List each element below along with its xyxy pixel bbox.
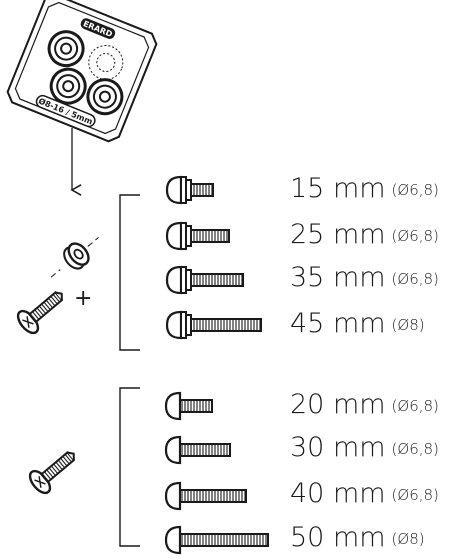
screws-group-a [165, 175, 262, 340]
label-a3: 35 mm (Ø6,8) [290, 262, 439, 293]
label-b3: 40 mm (Ø6,8) [290, 478, 439, 509]
screw-b1 [164, 391, 213, 421]
diameter-a4: (Ø8) [391, 316, 425, 334]
washer-ring-2 [49, 67, 87, 105]
diameter-b3: (Ø6,8) [391, 486, 439, 504]
label-a1: 15 mm (Ø6,8) [290, 173, 439, 204]
diameter-b4: (Ø8) [391, 530, 425, 548]
label-b2: 30 mm (Ø6,8) [290, 432, 439, 463]
label-b4: 50 mm (Ø8) [290, 522, 425, 553]
kit-card: ERARD Ø8-16 / 5mm [6, 0, 158, 143]
length-a1: 15 mm [290, 173, 386, 204]
screw-assembly-2 [28, 451, 76, 495]
length-a2: 25 mm [290, 219, 386, 250]
screw-assembly-1 [16, 291, 64, 335]
diameter-b2: (Ø6,8) [391, 440, 439, 458]
screw-b3 [164, 481, 247, 511]
screw-a2 [165, 221, 230, 251]
screw-b4 [164, 525, 269, 555]
length-b3: 40 mm [290, 478, 386, 509]
plus-sign: + [74, 286, 92, 311]
screws-group-b [164, 391, 269, 555]
diameter-a2: (Ø6,8) [391, 227, 439, 245]
washer-ring-3 [86, 78, 124, 116]
screw-b2 [164, 435, 231, 465]
spacer-washer [50, 237, 99, 278]
screw-a1 [165, 175, 214, 205]
bracket-group-b [119, 387, 140, 547]
length-b4: 50 mm [290, 522, 386, 553]
length-a3: 35 mm [290, 262, 386, 293]
label-b1: 20 mm (Ø6,8) [290, 389, 439, 420]
screw-a4 [165, 310, 262, 340]
screw-a3 [165, 265, 244, 295]
washer-ring-1 [47, 30, 85, 68]
length-a4: 45 mm [290, 308, 386, 339]
bracket-group-a [119, 194, 140, 351]
diameter-a1: (Ø6,8) [391, 181, 439, 199]
length-b2: 30 mm [290, 432, 386, 463]
diameter-b1: (Ø6,8) [391, 397, 439, 415]
label-a2: 25 mm (Ø6,8) [290, 219, 439, 250]
length-b1: 20 mm [290, 389, 386, 420]
label-a4: 45 mm (Ø8) [290, 308, 425, 339]
diameter-a3: (Ø6,8) [391, 270, 439, 288]
